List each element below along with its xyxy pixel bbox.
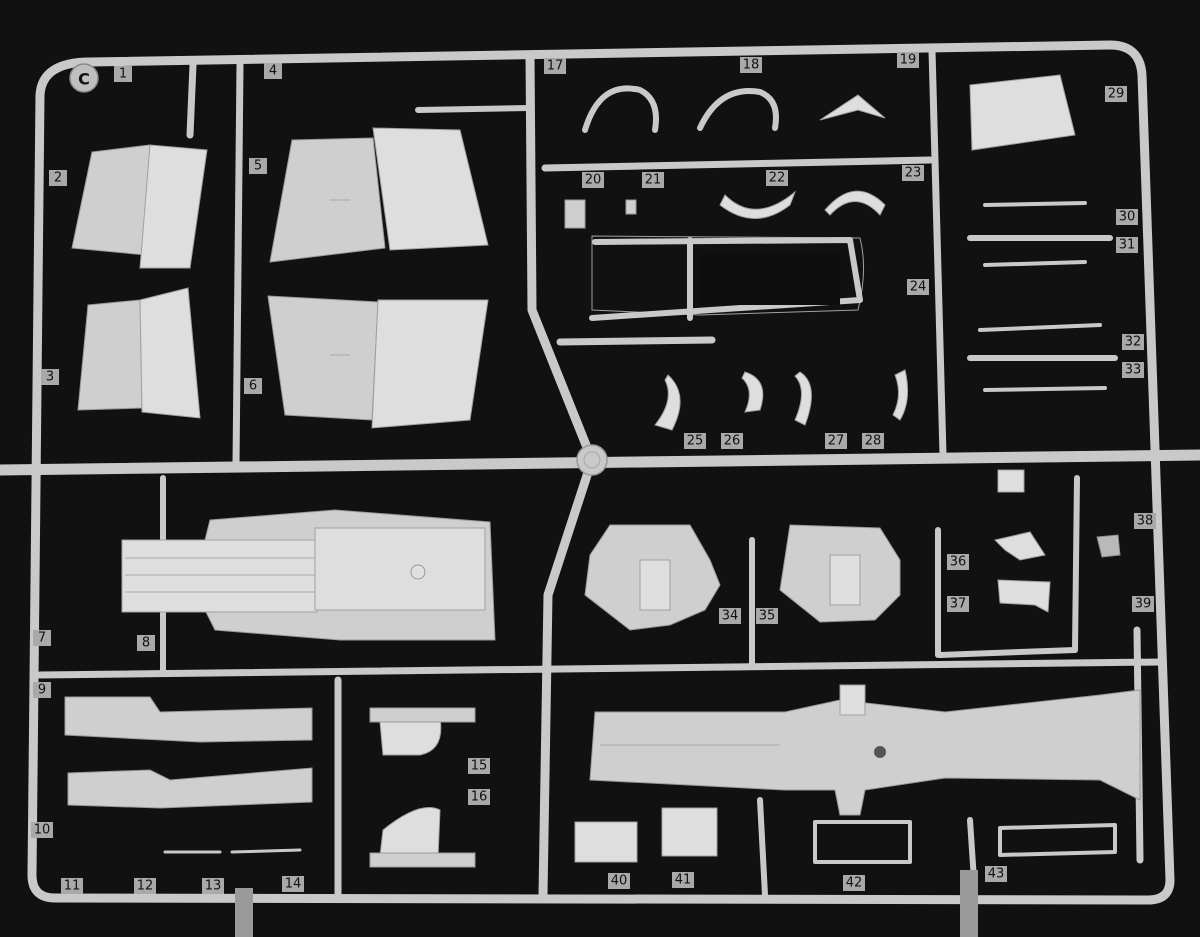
panel-parts-center — [267, 127, 489, 429]
part-number-labels: 1 2 3 4 5 6 7 8 9 10 11 12 13 14 15 16 1… — [31, 52, 1156, 894]
floor-plate-part — [589, 684, 1141, 816]
part-number: 13 — [205, 879, 222, 894]
part-number: 43 — [988, 867, 1005, 882]
part-number: 12 — [137, 879, 154, 894]
part-number: 36 — [950, 555, 967, 570]
part-number: 41 — [675, 873, 692, 888]
part-number: 22 — [769, 171, 786, 186]
part-number: 11 — [64, 879, 81, 894]
part-number: 25 — [687, 434, 704, 449]
seat-frame-parts — [564, 85, 886, 229]
sprue-letter: C — [78, 70, 90, 89]
part-number: 9 — [38, 683, 46, 698]
part-number: 15 — [471, 759, 488, 774]
part-number: 7 — [38, 631, 46, 646]
hull-part — [121, 509, 496, 641]
part-number: 28 — [865, 434, 882, 449]
part-number: 10 — [34, 823, 51, 838]
part-number: 32 — [1125, 335, 1142, 350]
canopy-and-rods — [967, 74, 1118, 392]
part-number: 24 — [910, 280, 927, 295]
part-number: 17 — [547, 59, 564, 74]
part-number: 26 — [724, 434, 741, 449]
part-number: 3 — [46, 370, 54, 385]
part-number: 31 — [1119, 238, 1136, 253]
part-number: 39 — [1135, 597, 1152, 612]
part-number: 27 — [828, 434, 845, 449]
figure-parts — [654, 369, 909, 431]
part-number: 19 — [900, 53, 917, 68]
part-number: 4 — [269, 64, 277, 79]
panel-parts-left — [71, 144, 208, 419]
part-number: 30 — [1119, 210, 1136, 225]
part-number: 29 — [1108, 87, 1125, 102]
fender-parts — [369, 707, 476, 868]
part-number: 42 — [846, 876, 863, 891]
part-number: 20 — [585, 173, 602, 188]
part-number: 16 — [471, 790, 488, 805]
bracket-parts — [994, 469, 1121, 613]
part-number: 1 — [119, 67, 127, 82]
part-number: 40 — [611, 874, 628, 889]
part-number: 35 — [759, 609, 776, 624]
part-number: 18 — [743, 58, 760, 73]
holding-clips — [235, 870, 978, 937]
part-number: 38 — [1137, 514, 1154, 529]
sprue-letter-badge: C — [69, 63, 99, 93]
long-side-parts — [64, 696, 313, 809]
part-number: 14 — [285, 877, 302, 892]
part-number: 2 — [54, 171, 62, 186]
chassis-frame-part — [589, 235, 865, 321]
part-number: 34 — [722, 609, 739, 624]
small-bottom-parts — [163, 807, 1117, 864]
part-number: 23 — [905, 166, 922, 181]
part-number: 33 — [1125, 363, 1142, 378]
part-number: 21 — [645, 173, 662, 188]
part-number: 37 — [950, 597, 967, 612]
instrument-panel-parts — [584, 524, 901, 631]
part-number: 8 — [142, 636, 150, 651]
part-number: 6 — [249, 379, 257, 394]
part-number: 5 — [254, 159, 262, 174]
